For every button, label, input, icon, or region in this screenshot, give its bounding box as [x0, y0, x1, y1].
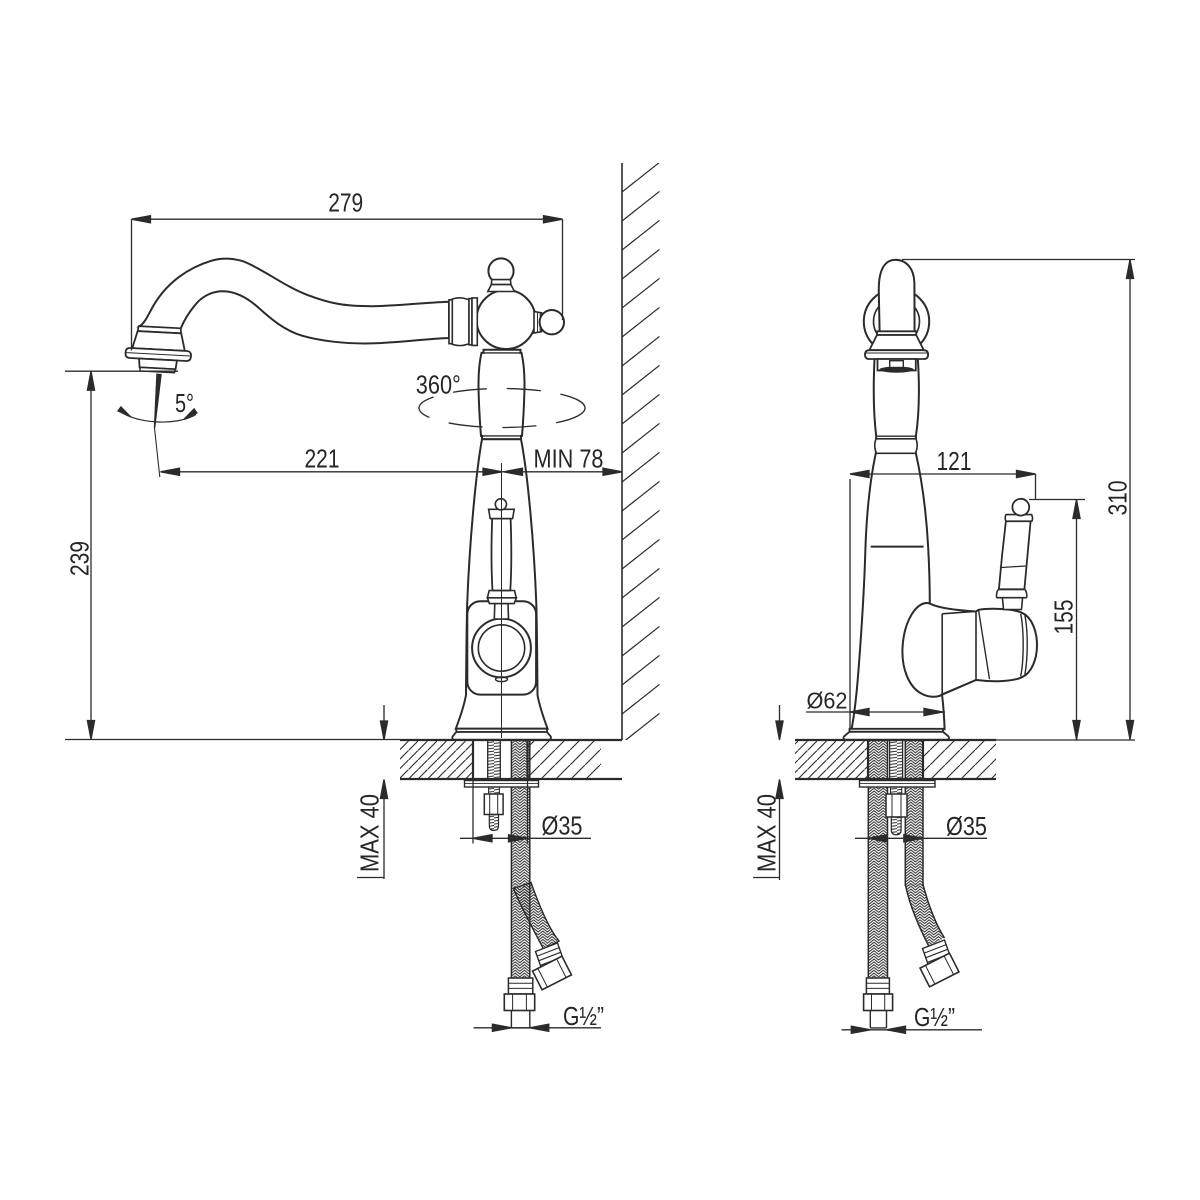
svg-text:310: 310: [1103, 481, 1133, 516]
svg-text:360°: 360°: [416, 370, 461, 400]
svg-text:G½”: G½”: [914, 1002, 955, 1032]
svg-text:155: 155: [1049, 600, 1079, 635]
svg-text:279: 279: [328, 188, 363, 218]
svg-text:121: 121: [937, 446, 972, 476]
svg-text:221: 221: [305, 444, 340, 474]
svg-text:5°: 5°: [175, 388, 194, 418]
svg-text:Ø35: Ø35: [542, 811, 583, 841]
svg-text:MAX 40: MAX 40: [355, 794, 385, 872]
svg-text:MAX 40: MAX 40: [752, 794, 782, 872]
svg-text:MIN 78: MIN 78: [534, 444, 604, 474]
svg-text:G½”: G½”: [563, 1001, 604, 1031]
svg-text:Ø62: Ø62: [807, 688, 848, 714]
svg-text:Ø35: Ø35: [946, 811, 987, 841]
svg-text:239: 239: [65, 541, 95, 576]
